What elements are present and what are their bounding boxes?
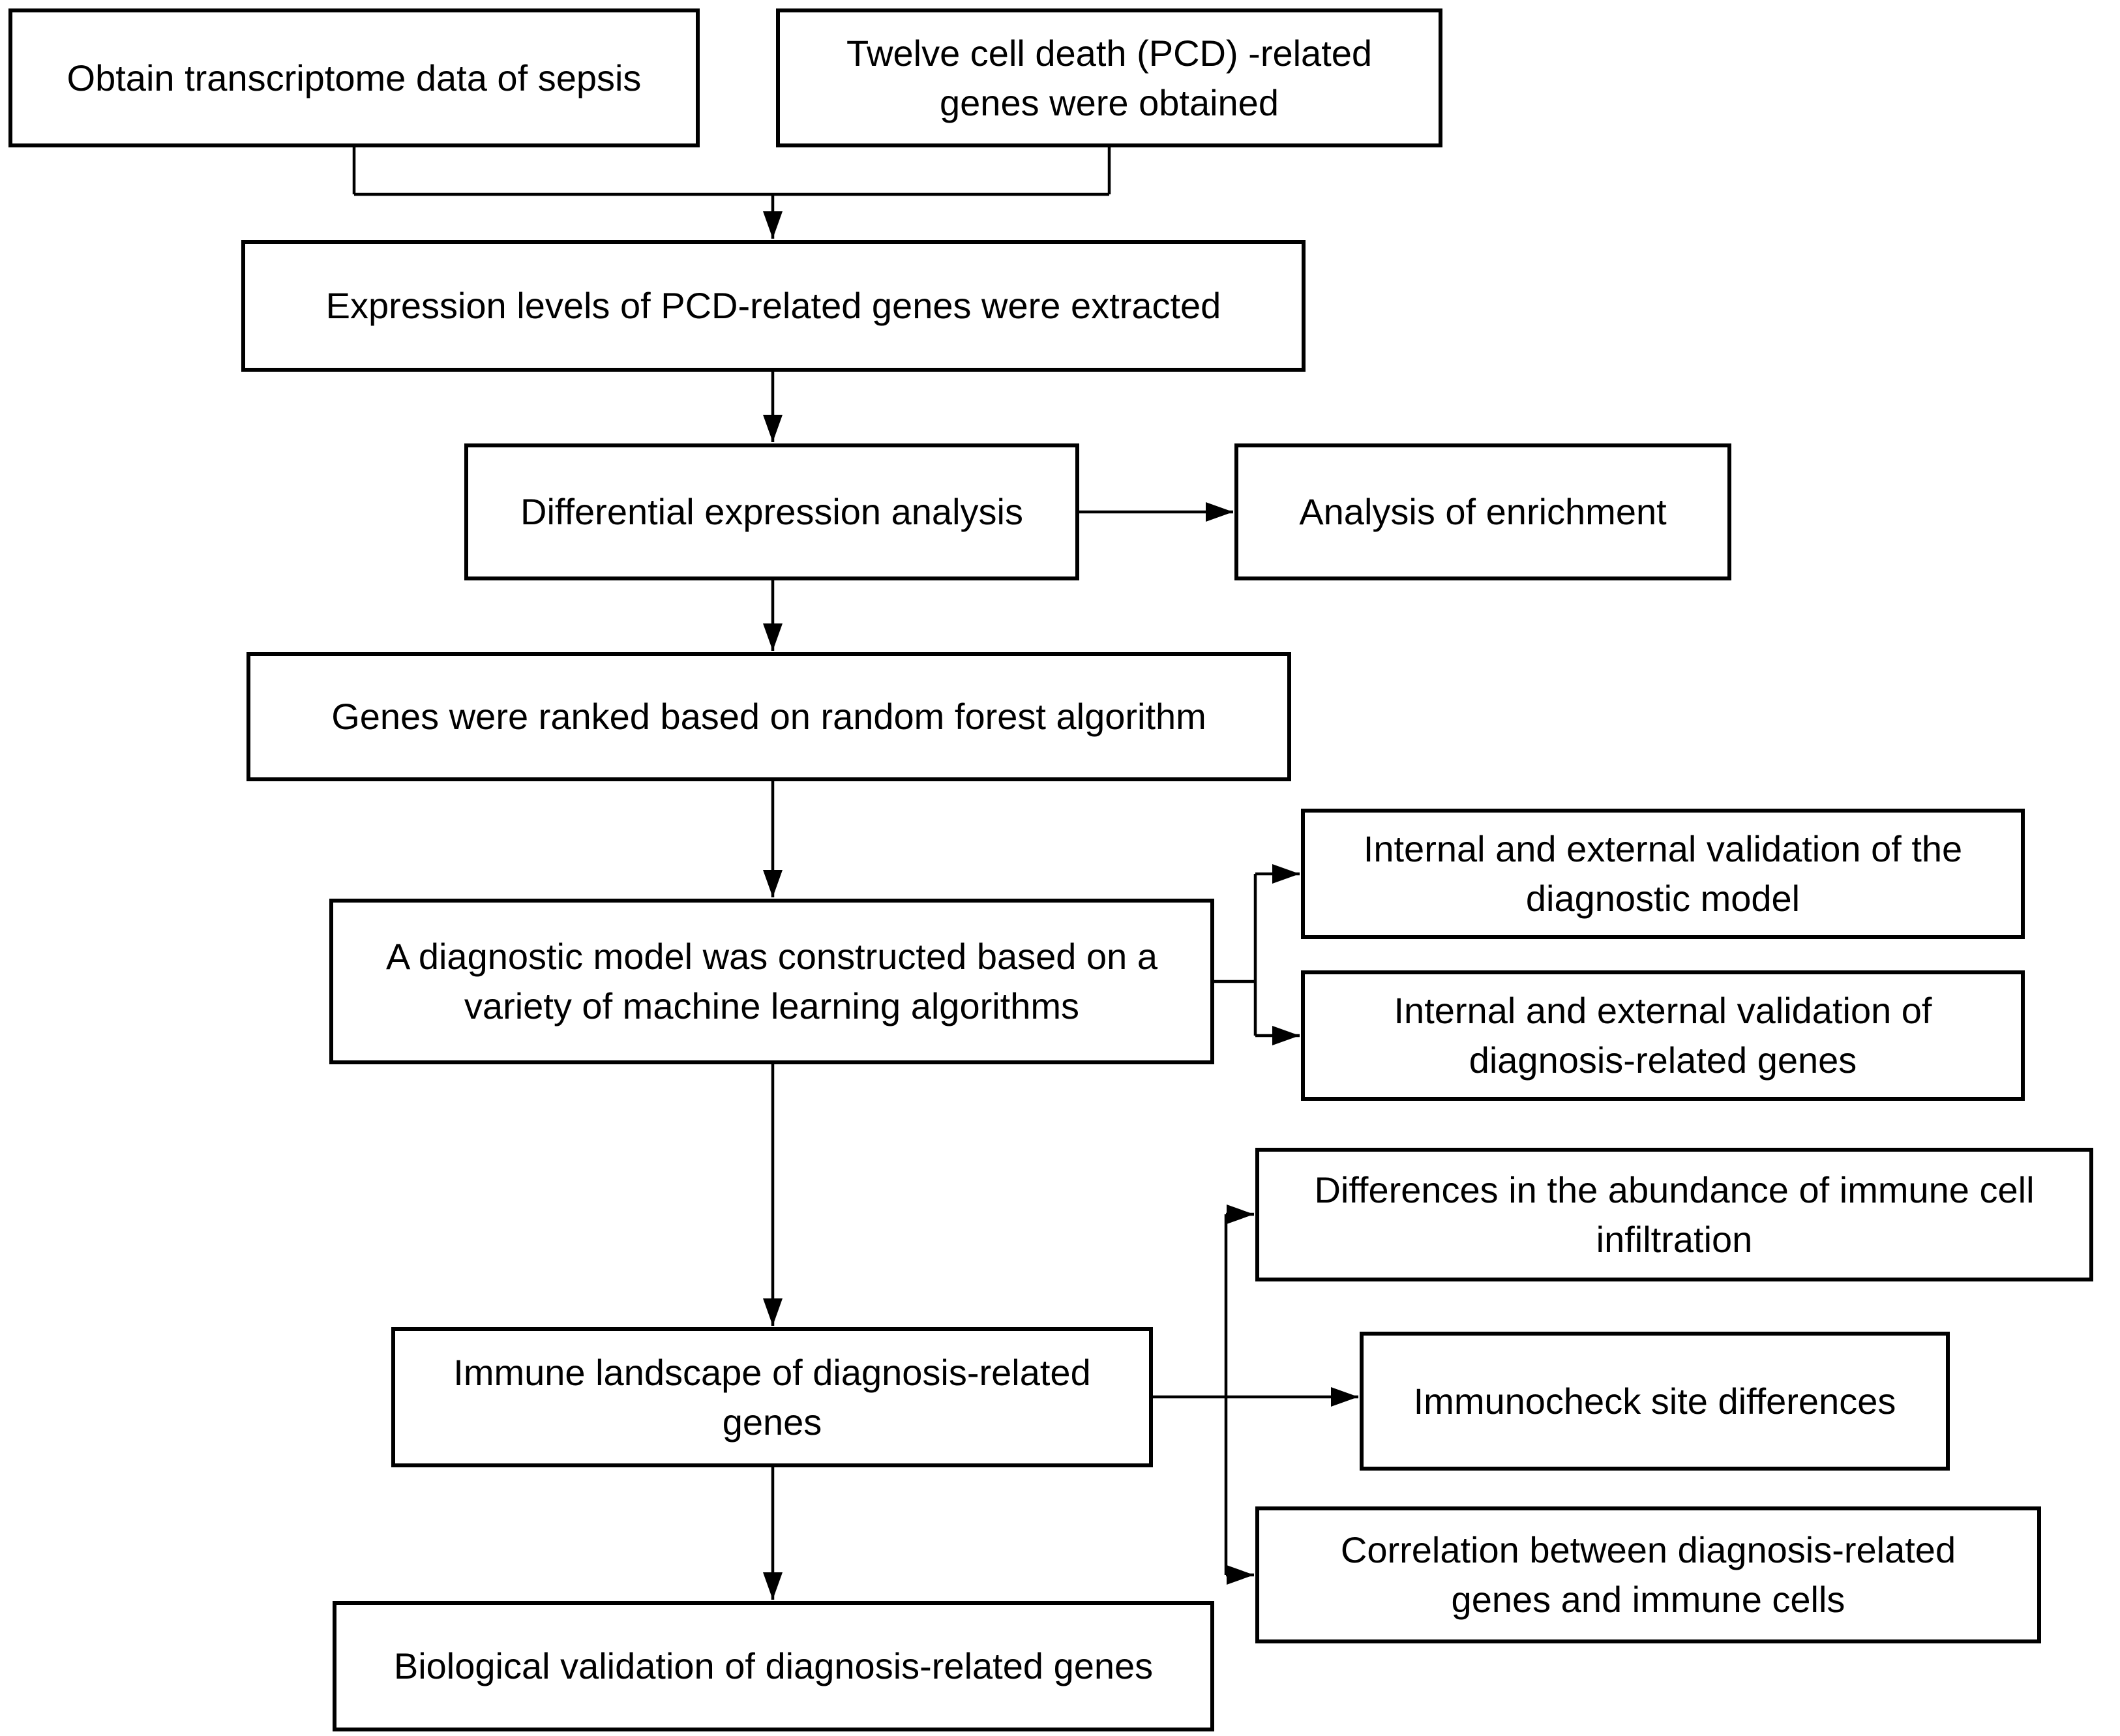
node-immune-cell-infiltration: Differences in the abundance of immune c…: [1255, 1148, 2093, 1281]
node-gene-immune-correlation: Correlation between diagnosis-related ge…: [1255, 1506, 2041, 1643]
node-validation-of-model: Internal and external validation of the …: [1301, 809, 2025, 939]
node-validation-of-genes: Internal and external validation of diag…: [1301, 970, 2025, 1101]
node-twelve-pcd-genes: Twelve cell death (PCD) -related genes w…: [776, 8, 1442, 147]
node-differential-expression: Differential expression analysis: [464, 443, 1079, 580]
node-diagnostic-model: A diagnostic model was constructed based…: [329, 899, 1214, 1064]
node-random-forest-ranking: Genes were ranked based on random forest…: [246, 652, 1291, 781]
node-biological-validation: Biological validation of diagnosis-relat…: [333, 1601, 1214, 1731]
node-immune-landscape: Immune landscape of diagnosis-related ge…: [391, 1327, 1153, 1467]
node-immunocheck-differences: Immunocheck site differences: [1360, 1332, 1950, 1471]
node-expression-extracted: Expression levels of PCD-related genes w…: [241, 240, 1306, 372]
node-obtain-transcriptome-data: Obtain transcriptome data of sepsis: [8, 8, 700, 147]
node-enrichment-analysis: Analysis of enrichment: [1234, 443, 1731, 580]
